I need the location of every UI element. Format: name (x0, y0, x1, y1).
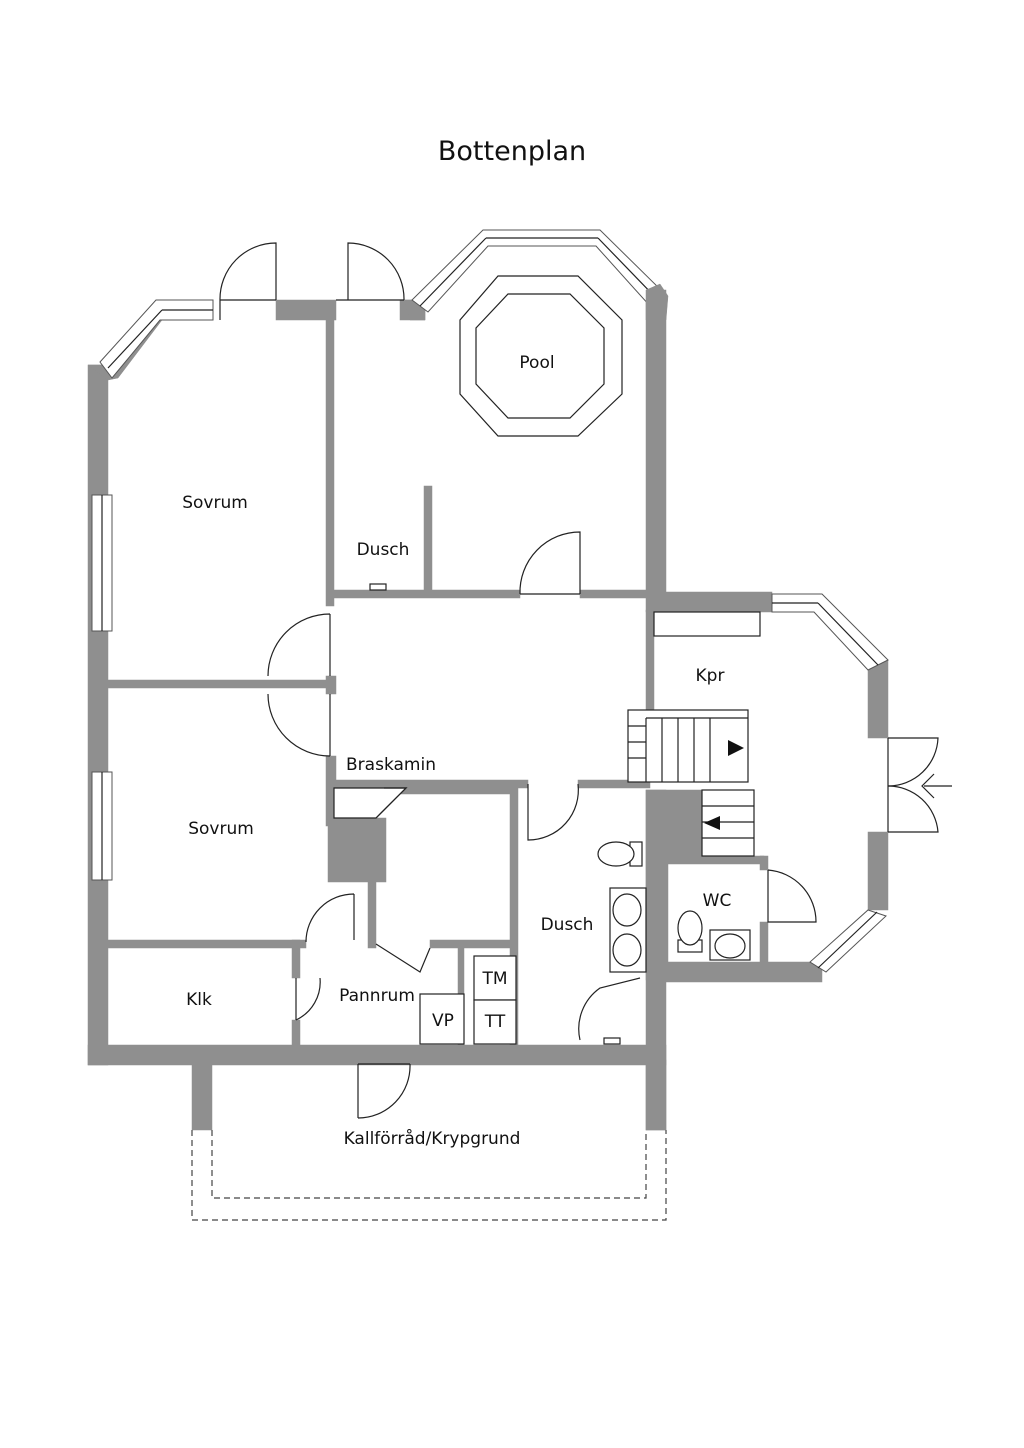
label-dusch-upper: Dusch (357, 540, 410, 560)
interior-walls (107, 319, 769, 1049)
label-tm: TM (481, 969, 507, 989)
label-kallforrad: Kallförråd/Krypgrund (344, 1128, 521, 1149)
label-vp: VP (432, 1011, 454, 1031)
stairs-upper (627, 709, 749, 783)
label-sovrum-upper: Sovrum (182, 493, 248, 513)
label-sovrum-lower: Sovrum (188, 819, 254, 839)
label-tt: TT (484, 1012, 506, 1032)
label-kpr: Kpr (696, 666, 725, 686)
label-wc: WC (703, 891, 732, 911)
label-dusch-lower: Dusch (541, 915, 594, 935)
plan-title: Bottenplan (437, 136, 587, 167)
label-klk: Klk (186, 990, 212, 1010)
label-braskamin: Braskamin (346, 755, 436, 775)
doors (219, 242, 952, 1119)
label-pannrum: Pannrum (339, 986, 415, 1006)
label-pool: Pool (519, 353, 554, 373)
stairs-lower (701, 789, 755, 857)
